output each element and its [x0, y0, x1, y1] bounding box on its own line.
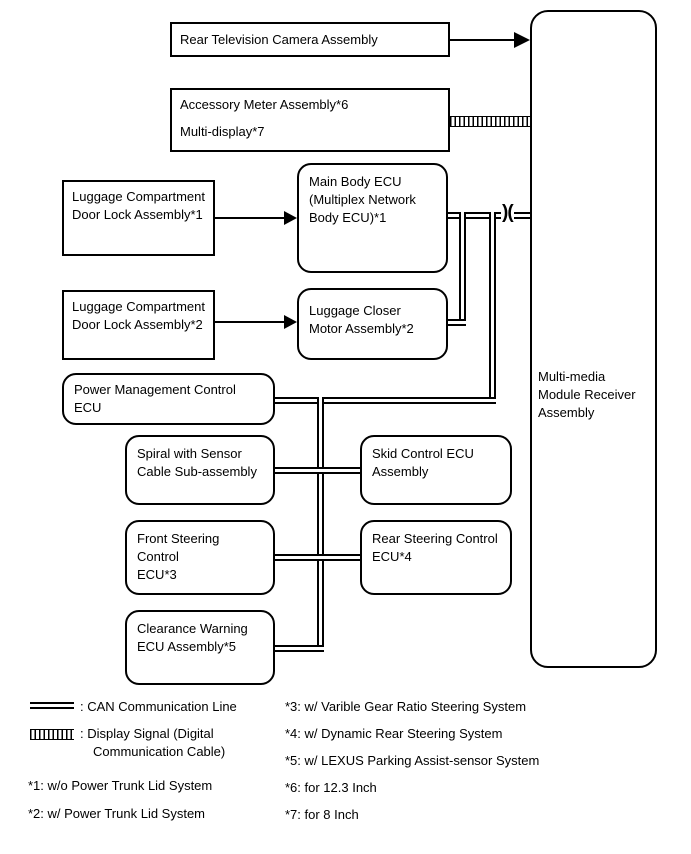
node-label: Clearance Warning	[137, 621, 248, 636]
node-label: Multi-display*7	[180, 124, 265, 139]
node-label: ECU Assembly*5	[137, 639, 236, 654]
node-skid-control-ecu: Skid Control ECU Assembly	[360, 435, 512, 505]
node-label: Power Management Control ECU	[74, 382, 236, 415]
node-label: Door Lock Assembly*1	[72, 207, 203, 222]
node-clearance-warning-ecu: Clearance Warning ECU Assembly*5	[125, 610, 275, 685]
node-label: ECU*4	[372, 549, 412, 564]
display-signal-line	[450, 116, 530, 127]
can-line-power-management	[271, 397, 496, 404]
footnote-1: *1: w/o Power Trunk Lid System	[28, 778, 213, 793]
node-luggage-door-lock-2: Luggage Compartment Door Lock Assembly*2	[62, 290, 215, 360]
node-label: Skid Control ECU	[372, 446, 474, 461]
footnote-4: *4: w/ Dynamic Rear Steering System	[285, 726, 503, 741]
node-label: Main Body ECU	[309, 174, 402, 189]
node-front-steering-ecu: Front Steering Control ECU*3	[125, 520, 275, 595]
footnote-3: *3: w/ Varible Gear Ratio Steering Syste…	[285, 699, 527, 714]
node-label: Luggage Closer	[309, 303, 401, 318]
arrow-icon-rear-tv	[514, 32, 530, 48]
node-label: Spiral with Sensor	[137, 446, 242, 461]
node-label: Assembly	[372, 464, 429, 479]
node-label: Motor Assembly*2	[309, 321, 414, 336]
node-spiral-cable: Spiral with Sensor Cable Sub-assembly	[125, 435, 275, 505]
legend-can-label: : CAN Communication Line	[80, 699, 237, 714]
node-label: ECU*3	[137, 567, 177, 582]
arrow-icon-luggage1	[284, 211, 297, 225]
node-label: Body ECU)*1	[309, 210, 387, 225]
node-main-body-ecu: Main Body ECU (Multiplex Network Body EC…	[297, 163, 448, 273]
footnote-6: *6: for 12.3 Inch	[285, 780, 377, 795]
node-label: Multi-media	[538, 369, 606, 384]
can-line-power-riser	[489, 212, 496, 404]
signal-line-luggage2	[213, 321, 285, 323]
can-line-clearance-stub	[271, 645, 324, 652]
legend-display-label-2: Communication Cable)	[93, 744, 226, 759]
node-label: (Multiplex Network	[309, 192, 416, 207]
can-line-closer-riser	[459, 212, 466, 326]
connector-break-icon: )(	[501, 202, 514, 223]
footnote-2: *2: w/ Power Trunk Lid System	[28, 806, 206, 821]
node-accessory-meter: Accessory Meter Assembly*6 Multi-display…	[170, 88, 450, 152]
legend-display-label: : Display Signal (Digital	[80, 726, 214, 741]
node-multimedia-receiver: Multi-media Module Receiver Assembly	[530, 10, 657, 668]
node-label: Assembly	[538, 405, 595, 420]
node-label: Luggage Compartment	[72, 189, 205, 204]
node-label: Front Steering Control	[137, 531, 220, 564]
can-trunk-vertical	[317, 397, 324, 651]
can-line-spiral-skid	[271, 467, 364, 474]
node-luggage-closer-motor: Luggage Closer Motor Assembly*2	[297, 288, 448, 360]
footnote-7: *7: for 8 Inch	[285, 807, 359, 822]
can-line-front-rear-steering	[271, 554, 364, 561]
node-rear-tv-camera: Rear Television Camera Assembly	[170, 22, 450, 57]
can-line-closer-stub	[444, 319, 466, 326]
signal-line-luggage1	[213, 217, 285, 219]
arrow-icon-luggage2	[284, 315, 297, 329]
node-label: Cable Sub-assembly	[137, 464, 257, 479]
node-label: Module Receiver	[538, 387, 636, 402]
node-luggage-door-lock-1: Luggage Compartment Door Lock Assembly*1	[62, 180, 215, 256]
node-label: Accessory Meter Assembly*6	[180, 97, 349, 112]
node-power-management-ecu: Power Management Control ECU	[62, 373, 275, 425]
node-label: Luggage Compartment	[72, 299, 205, 314]
node-rear-steering-ecu: Rear Steering Control ECU*4	[360, 520, 512, 595]
footnote-5: *5: w/ LEXUS Parking Assist-sensor Syste…	[285, 753, 540, 768]
node-label: Door Lock Assembly*2	[72, 317, 203, 332]
node-label: Rear Steering Control	[372, 531, 498, 546]
signal-line-rear-tv	[448, 39, 516, 41]
legend-display-symbol	[30, 729, 74, 740]
node-label: Rear Television Camera Assembly	[180, 31, 378, 47]
legend-can-symbol	[30, 702, 74, 709]
